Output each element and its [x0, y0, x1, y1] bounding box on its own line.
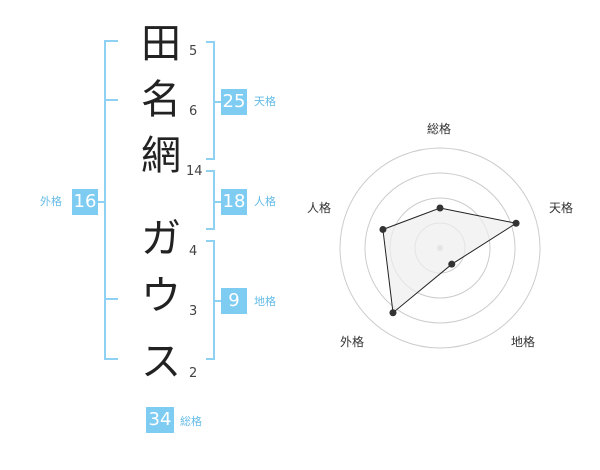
- radar-label-tenkaku: 天格: [549, 201, 574, 215]
- soukaku-value: 34: [146, 407, 174, 433]
- name-char-1: 田: [141, 21, 181, 67]
- radar-label-gaikaku: 外格: [340, 335, 365, 349]
- radar-point-5: [379, 225, 387, 233]
- radar-point-3: [448, 260, 456, 268]
- radar-label-jinkaku: 人格: [307, 201, 332, 215]
- radar-grid-ring: [339, 147, 541, 349]
- name-char-3: 網: [141, 133, 181, 179]
- stroke-count-6: 2: [189, 366, 198, 381]
- radar-series-polygon: [382, 207, 518, 314]
- radar-point-4: [389, 309, 397, 317]
- tenkaku-value: 25: [221, 89, 247, 115]
- stroke-count-5: 3: [189, 304, 198, 319]
- name-char-5: ウ: [141, 273, 181, 319]
- chikaku-label: 地格: [254, 295, 276, 308]
- soukaku-label: 総格: [180, 415, 202, 428]
- gaikaku-value: 16: [72, 189, 98, 215]
- gaikaku-label: 外格: [40, 195, 62, 208]
- name-char-2: 名: [141, 77, 181, 123]
- stroke-count-1: 5: [189, 44, 198, 59]
- tenkaku-label: 天格: [254, 95, 276, 108]
- radar-grid-ring: [364, 172, 516, 324]
- name-char-4: ガ: [141, 216, 181, 262]
- name-char-6: ス: [141, 339, 181, 385]
- stroke-count-2: 6: [189, 104, 198, 119]
- jinkaku-label: 人格: [254, 195, 276, 208]
- jinkaku-value: 18: [221, 189, 247, 215]
- radar-label-chikaku: 地格: [511, 335, 536, 349]
- radar-point-1: [436, 204, 444, 212]
- stroke-count-3: 14: [186, 164, 203, 179]
- radar-label-soukaku: 総格: [427, 122, 452, 136]
- radar-point-2: [512, 219, 520, 227]
- stroke-count-4: 4: [189, 244, 198, 259]
- chikaku-value: 9: [221, 288, 247, 314]
